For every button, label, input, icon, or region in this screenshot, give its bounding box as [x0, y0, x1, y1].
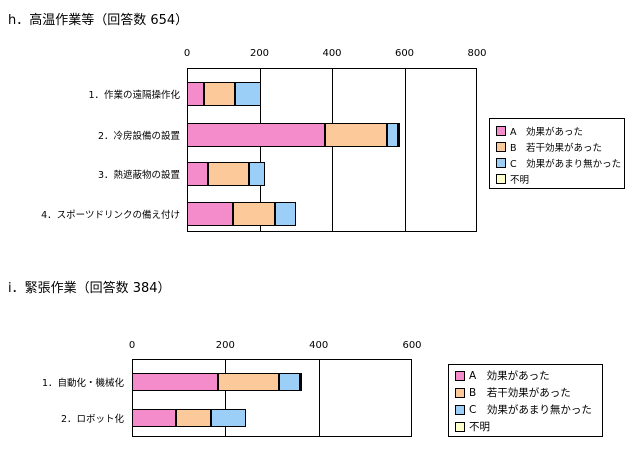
legend-item: B 若干効果があった — [455, 385, 571, 400]
bar-segment — [299, 373, 302, 391]
category-label: 3．熱遮蔽物の設置 — [97, 170, 180, 181]
bar-segment — [132, 409, 177, 427]
legend-item: 不明 — [455, 419, 490, 434]
legend-label: B 若干効果があった — [469, 387, 571, 399]
legend-swatch — [496, 126, 506, 136]
legend-label: C 効果があまり無かった — [469, 404, 592, 416]
bar-segment — [187, 162, 209, 186]
legend: A 効果があった B 若干効果があった C 効果があまり無かった不明 — [448, 364, 603, 437]
x-tick-label: 600 — [402, 340, 422, 351]
bar-segment — [176, 409, 212, 427]
gridline — [332, 68, 333, 232]
gridline — [404, 68, 406, 232]
legend-label: 不明 — [469, 421, 490, 433]
bar-segment — [278, 373, 300, 391]
chart-title: h．高温作業等（回答数 654） — [8, 13, 189, 28]
legend-label: A 効果があった — [469, 370, 550, 382]
bar-segment — [187, 82, 205, 106]
legend-swatch — [496, 158, 506, 168]
x-tick-label: 200 — [249, 48, 270, 59]
legend-label: B 若干効果があった — [510, 143, 603, 154]
bar-segment — [387, 123, 398, 147]
bar-segment — [187, 202, 234, 226]
bar-segment — [325, 123, 388, 147]
legend-item: 不明 — [496, 172, 529, 186]
gridline — [259, 68, 261, 232]
gridline — [318, 359, 320, 437]
x-tick-label: 200 — [215, 340, 235, 351]
bar-segment — [234, 82, 262, 106]
bar-segment — [208, 162, 250, 186]
x-tick-label: 0 — [183, 48, 191, 59]
legend-swatch — [496, 174, 506, 184]
x-tick-label: 600 — [394, 48, 415, 59]
legend-label: A 効果があった — [510, 127, 583, 138]
x-tick-label: 400 — [309, 340, 329, 351]
legend-swatch — [455, 370, 465, 381]
x-tick-label: 0 — [128, 340, 136, 351]
x-tick-label: 800 — [467, 48, 487, 59]
bar-segment — [274, 202, 297, 226]
legend-item: A 効果があった — [496, 124, 583, 138]
legend-swatch — [455, 387, 465, 398]
bar-segment — [187, 123, 326, 147]
category-label: 2．ロボット化 — [60, 414, 124, 425]
legend-swatch — [455, 404, 465, 415]
legend-swatch — [455, 421, 465, 432]
x-tick-label: 400 — [322, 48, 342, 59]
legend-item: A 効果があった — [455, 368, 550, 383]
legend-item: C 効果があまり無かった — [496, 156, 621, 170]
legend-item: B 若干効果があった — [496, 140, 602, 154]
legend-label: 不明 — [510, 175, 530, 186]
bar-segment — [249, 162, 265, 186]
bar-segment — [217, 373, 279, 391]
bar-segment — [211, 409, 247, 427]
bar-segment — [233, 202, 275, 226]
bar-segment — [204, 82, 235, 106]
gridline — [225, 359, 227, 437]
legend-label: C 効果があまり無かった — [510, 159, 622, 170]
category-label: 4．スポーツドリンクの備え付け — [41, 210, 180, 221]
bar-segment — [397, 123, 400, 147]
legend: A 効果があった B 若干効果があった C 効果があまり無かった不明 — [489, 118, 625, 189]
category-label: 1．自動化・機械化 — [41, 378, 124, 389]
category-label: 1．作業の遠隔操作化 — [88, 90, 180, 101]
category-label: 2．冷房設備の設置 — [97, 131, 180, 142]
legend-swatch — [496, 142, 506, 152]
bar-segment — [132, 373, 218, 391]
chart-title: i．緊張作業（回答数 384） — [8, 281, 171, 296]
legend-item: C 効果があまり無かった — [455, 402, 592, 417]
